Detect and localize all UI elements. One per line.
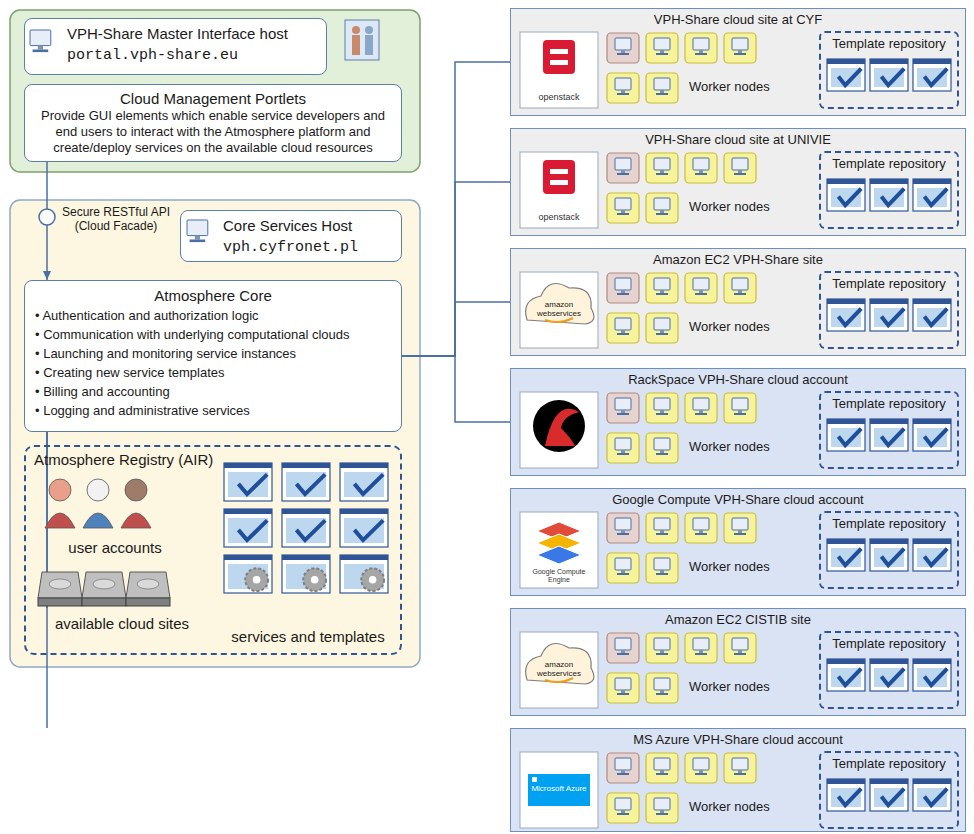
logo-text: Microsoft Azure bbox=[528, 784, 590, 793]
box-text: • Billing and accounting bbox=[35, 382, 391, 401]
interface-label: Secure RESTful API (Cloud Facade) bbox=[58, 206, 174, 234]
connector bbox=[402, 62, 510, 356]
core-panel bbox=[10, 200, 420, 667]
box-text: available cloud sites bbox=[32, 615, 212, 632]
box-title: Template repository bbox=[821, 756, 957, 771]
service-box: VPH-Share Master Interface host portal.vp… bbox=[24, 18, 327, 75]
box-text: services and templates bbox=[216, 628, 400, 645]
cloud-site-box: Google Compute VPH-Share cloud accountWo… bbox=[510, 488, 966, 596]
box-text: Worker nodes bbox=[689, 79, 770, 94]
box-text: Worker nodes bbox=[689, 439, 770, 454]
template-repository-box: Template repository bbox=[819, 151, 959, 229]
box-title: Amazon EC2 VPH-Share site bbox=[511, 252, 965, 267]
connector bbox=[402, 302, 510, 356]
box-text: Worker nodes bbox=[689, 799, 770, 814]
box-title: Template repository bbox=[821, 636, 957, 651]
logo-text: amazon webservices bbox=[534, 660, 584, 678]
registry-box: Atmosphere Registry (AIR) user accounts av… bbox=[24, 445, 402, 655]
master-panel bbox=[10, 10, 420, 172]
box-title: MS Azure VPH-Share cloud account bbox=[511, 732, 965, 747]
box-text: user accounts bbox=[40, 539, 190, 556]
service-box: Core Services Host vph.cyfronet.pl bbox=[180, 210, 402, 262]
service-box: Cloud Management PortletsProvide GUI ele… bbox=[24, 84, 402, 162]
box-title: Template repository bbox=[821, 516, 957, 531]
box-title: VPH-Share Master Interface host bbox=[67, 25, 288, 42]
connector bbox=[402, 356, 510, 422]
box-text: • Creating new service templates bbox=[35, 363, 391, 382]
cloud-site-box: MS Azure VPH-Share cloud accountWorker n… bbox=[510, 728, 966, 832]
box-title: Amazon EC2 CISTIB site bbox=[511, 612, 965, 627]
box-text: Worker nodes bbox=[689, 559, 770, 574]
box-title: RackSpace VPH-Share cloud account bbox=[511, 372, 965, 387]
template-repository-box: Template repository bbox=[819, 31, 959, 109]
box-text: • Authentication and authorization logic bbox=[35, 306, 391, 325]
box-title: VPH-Share cloud site at UNIVIE bbox=[511, 132, 965, 147]
box-text: Worker nodes bbox=[689, 199, 770, 214]
template-repository-box: Template repository bbox=[819, 511, 959, 589]
box-text: • Logging and administrative services bbox=[35, 401, 391, 420]
cloud-site-box: Amazon EC2 CISTIB siteWorker nodes Templa… bbox=[510, 608, 966, 716]
service-box: Atmosphere Core• Authentication and auth… bbox=[24, 280, 402, 432]
box-title: Template repository bbox=[821, 36, 957, 51]
template-repository-box: Template repository bbox=[819, 391, 959, 469]
box-title: Core Services Host bbox=[223, 217, 352, 234]
box-text: Worker nodes bbox=[689, 319, 770, 334]
box-title: VPH-Share cloud site at CYF bbox=[511, 12, 965, 27]
box-text: • Launching and monitoring service insta… bbox=[35, 344, 391, 363]
box-title: Template repository bbox=[821, 156, 957, 171]
box-title: Template repository bbox=[821, 276, 957, 291]
box-title: Atmosphere Core bbox=[35, 286, 391, 306]
box-text: Provide GUI elements which enable servic… bbox=[35, 108, 391, 156]
cloud-site-box: Amazon EC2 VPH-Share siteWorker nodes Tem… bbox=[510, 248, 966, 356]
box-text: portal.vph-share.eu bbox=[67, 47, 238, 64]
template-repository-box: Template repository bbox=[819, 751, 959, 829]
box-text: vph.cyfronet.pl bbox=[223, 239, 358, 256]
template-repository-box: Template repository bbox=[819, 631, 959, 709]
box-text: • Communication with underlying computat… bbox=[35, 325, 391, 344]
logo-text: Google Compute Engine bbox=[521, 568, 597, 584]
logo-text: amazon webservices bbox=[534, 300, 584, 318]
logo-text: openstack bbox=[520, 212, 598, 222]
connector bbox=[46, 432, 48, 728]
logo-text: openstack bbox=[520, 92, 598, 102]
box-title: Atmosphere Registry (AIR) bbox=[34, 451, 334, 468]
box-title: Template repository bbox=[821, 396, 957, 411]
box-title: Cloud Management Portlets bbox=[35, 90, 391, 108]
cloud-site-box: RackSpace VPH-Share cloud accountWorker … bbox=[510, 368, 966, 476]
connector bbox=[402, 182, 510, 356]
box-title: Google Compute VPH-Share cloud account bbox=[511, 492, 965, 507]
template-repository-box: Template repository bbox=[819, 271, 959, 349]
box-text: Worker nodes bbox=[689, 679, 770, 694]
connector bbox=[46, 162, 48, 280]
